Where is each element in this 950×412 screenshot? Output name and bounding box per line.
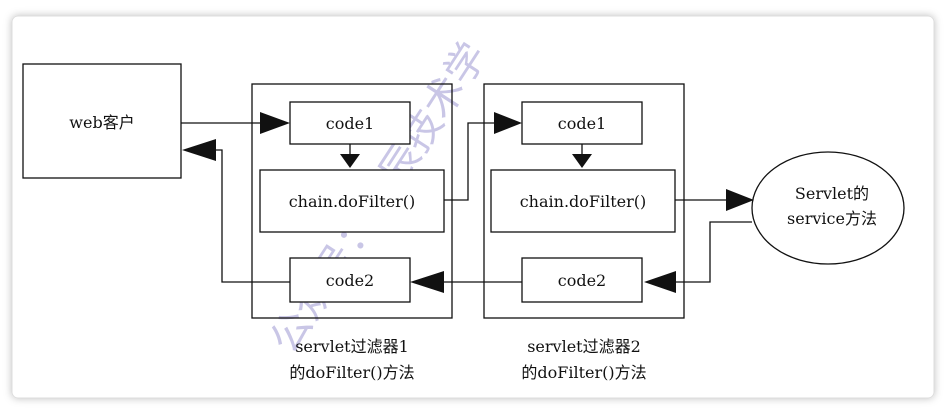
arrowhead-into-filter2-code1 (494, 112, 522, 134)
filter1-code1-label: code1 (326, 114, 374, 133)
filter1-code1-box (289, 101, 411, 145)
connector-lines (181, 122, 752, 283)
filter1-chain-label: chain.doFilter() (289, 192, 416, 211)
filter1-code2-label: code2 (326, 271, 374, 290)
filter1-container (251, 83, 453, 319)
filter2-container (483, 83, 685, 319)
filter1-code2-box (289, 257, 411, 303)
servlet-label-line1: Servlet的 (795, 184, 869, 203)
response-line-filter1-to-web (214, 149, 290, 283)
arrowhead-into-filter1-chain (340, 154, 360, 168)
arrowhead-into-web-client (182, 139, 216, 161)
request-line-filter1-to-filter2 (444, 122, 496, 201)
arrowheads (182, 112, 754, 293)
filter2-caption-line2: 的doFilter()方法 (521, 363, 646, 382)
web-client-label: web客户 (69, 113, 134, 132)
arrowhead-into-filter1-code1 (260, 112, 290, 134)
servlet-service-ellipse (751, 151, 905, 265)
filter2-caption-line1: servlet过滤器2 (527, 337, 641, 356)
response-line-servlet-to-filter2 (674, 221, 752, 283)
filter2-code1-label: code1 (558, 114, 606, 133)
arrowhead-into-filter2-chain (572, 154, 592, 168)
arrowhead-into-servlet (726, 189, 754, 211)
web-client-box (22, 63, 182, 179)
servlet-label-line2: service方法 (787, 209, 877, 228)
arrowhead-into-filter2-code2 (644, 271, 676, 293)
filter2-chain-box (490, 169, 676, 233)
arrowhead-into-filter1-code2 (410, 271, 444, 293)
filter2-code2-box (521, 257, 643, 303)
filter2-chain-label: chain.doFilter() (520, 192, 647, 211)
filter1-chain-box (259, 169, 445, 233)
filter1-caption-line1: servlet过滤器1 (295, 337, 409, 356)
panel-frame (11, 15, 935, 399)
filter1-caption-line2: 的doFilter()方法 (289, 363, 414, 382)
filter2-code2-label: code2 (558, 271, 606, 290)
